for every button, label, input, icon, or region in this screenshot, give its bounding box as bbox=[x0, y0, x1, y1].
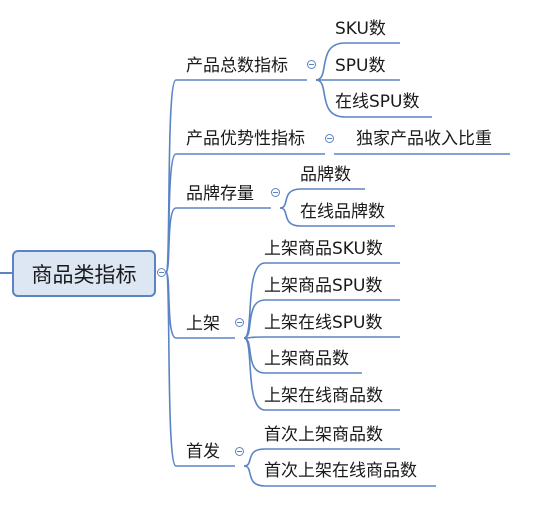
collapse-icon[interactable] bbox=[307, 60, 316, 69]
root-left-stub bbox=[0, 272, 12, 274]
branch-to-leaf-connector bbox=[279, 188, 302, 209]
collapse-icon[interactable] bbox=[235, 447, 244, 456]
root-to-branch-connector bbox=[165, 271, 177, 467]
leaf-first-listed-online-product-count[interactable]: 首次上架在线商品数 bbox=[264, 461, 417, 481]
branch-to-leaf-connector bbox=[243, 262, 266, 339]
branch-label-total-products[interactable]: 产品总数指标 bbox=[186, 56, 288, 76]
leaf-listed-product-count[interactable]: 上架商品数 bbox=[264, 349, 349, 369]
leaf-online-spu-count[interactable]: 在线SPU数 bbox=[335, 92, 420, 112]
leaf-first-listed-product-count[interactable]: 首次上架商品数 bbox=[264, 425, 383, 445]
branch-to-leaf-connector bbox=[243, 299, 266, 339]
branch-label-first-launch[interactable]: 首发 bbox=[186, 442, 220, 462]
branch-to-leaf-connector bbox=[279, 207, 302, 227]
branch-to-leaf-connector bbox=[315, 42, 346, 81]
branch-label-listing[interactable]: 上架 bbox=[186, 314, 220, 334]
leaf-sku-count[interactable]: SKU数 bbox=[335, 19, 386, 39]
leaf-listed-sku-count[interactable]: 上架商品SKU数 bbox=[264, 239, 383, 259]
collapse-icon[interactable] bbox=[157, 268, 166, 277]
branch-to-leaf-connector bbox=[243, 465, 266, 487]
leaf-brand-count[interactable]: 品牌数 bbox=[300, 165, 351, 185]
leaf-spu-count[interactable]: SPU数 bbox=[335, 56, 386, 76]
collapse-icon[interactable] bbox=[235, 318, 244, 327]
branch-to-leaf-connector bbox=[243, 448, 266, 467]
collapse-icon[interactable] bbox=[271, 188, 280, 197]
leaf-listed-online-product-count[interactable]: 上架在线商品数 bbox=[264, 386, 383, 406]
root-node[interactable]: 商品类指标 bbox=[12, 250, 156, 297]
branch-to-leaf-connector bbox=[243, 336, 266, 339]
root-label: 商品类指标 bbox=[31, 262, 137, 287]
branch-to-leaf-connector bbox=[243, 337, 266, 411]
root-to-branch-connector bbox=[165, 153, 177, 273]
leaf-listed-spu-count[interactable]: 上架商品SPU数 bbox=[264, 276, 383, 296]
leaf-online-brand-count[interactable]: 在线品牌数 bbox=[300, 202, 385, 222]
root-to-branch-connector bbox=[165, 207, 177, 273]
collapse-icon[interactable] bbox=[325, 134, 334, 143]
branch-to-leaf-connector bbox=[315, 79, 346, 118]
branch-label-brand-stock[interactable]: 品牌存量 bbox=[186, 184, 254, 204]
branch-label-product-advantage[interactable]: 产品优势性指标 bbox=[186, 129, 305, 149]
leaf-listed-online-spu-count[interactable]: 上架在线SPU数 bbox=[264, 313, 383, 333]
leaf-exclusive-revenue-share[interactable]: 独家产品收入比重 bbox=[356, 129, 492, 149]
